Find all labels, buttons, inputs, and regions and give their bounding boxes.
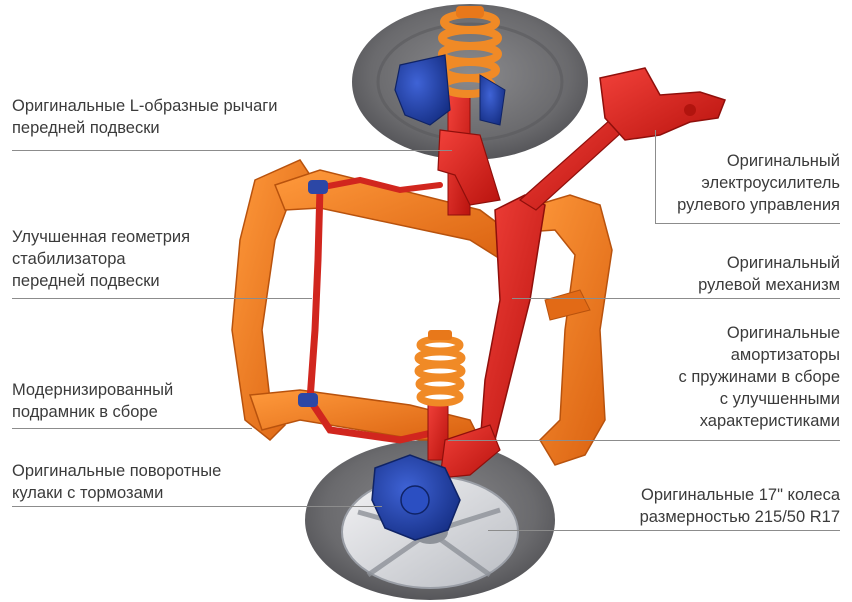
label-shocks-line-4: с улучшенными [679,388,840,410]
leader-stabilizer [12,298,312,299]
leader-steering-rack [512,298,840,299]
leader-eps-h [655,223,840,224]
label-shocks-line-1: Оригинальные [679,322,840,344]
label-stabilizer-line-2: стабилизатора [12,248,190,270]
leader-shocks [448,440,840,441]
leader-wheels [488,530,840,531]
label-shocks-line-5: характеристиками [679,410,840,432]
leader-subframe [12,428,252,429]
label-eps-line-3: рулевого управления [677,194,840,216]
leader-knuckles [12,506,382,507]
label-wheels: Оригинальные 17" колеса размерностью 215… [640,484,840,528]
label-stabilizer-line-1: Улучшенная геометрия [12,226,190,248]
label-shocks: Оригинальные амортизаторы с пружинами в … [679,322,840,432]
label-stabilizer: Улучшенная геометрия стабилизатора перед… [12,226,190,292]
label-stabilizer-line-3: передней подвески [12,270,190,292]
label-shocks-line-2: амортизаторы [679,344,840,366]
label-steering-rack-line-1: Оригинальный [698,252,840,274]
label-steering-rack: Оригинальный рулевой механизм [698,252,840,296]
label-wheels-line-2: размерностью 215/50 R17 [640,506,840,528]
lower-coil-spring [418,339,462,403]
label-knuckles: Оригинальные поворотные кулаки с тормоза… [12,460,221,504]
label-eps-line-2: электроусилитель [677,172,840,194]
label-l-arms-line-1: Оригинальные L-образные рычаги [12,95,278,117]
eps-unit [600,68,725,140]
label-shocks-line-3: с пружинами в сборе [679,366,840,388]
label-subframe-line-2: подрамник в сборе [12,401,173,423]
label-l-arms: Оригинальные L-образные рычаги передней … [12,95,278,139]
label-knuckles-line-1: Оригинальные поворотные [12,460,221,482]
leader-l-arms [12,150,452,151]
label-eps-line-1: Оригинальный [677,150,840,172]
label-subframe-line-1: Модернизированный [12,379,173,401]
label-knuckles-line-2: кулаки с тормозами [12,482,221,504]
label-l-arms-line-2: передней подвески [12,117,278,139]
label-wheels-line-1: Оригинальные 17" колеса [640,484,840,506]
label-eps: Оригинальный электроусилитель рулевого у… [677,150,840,216]
label-subframe: Модернизированный подрамник в сборе [12,379,173,423]
label-steering-rack-line-2: рулевой механизм [698,274,840,296]
leader-eps-v [655,130,656,224]
